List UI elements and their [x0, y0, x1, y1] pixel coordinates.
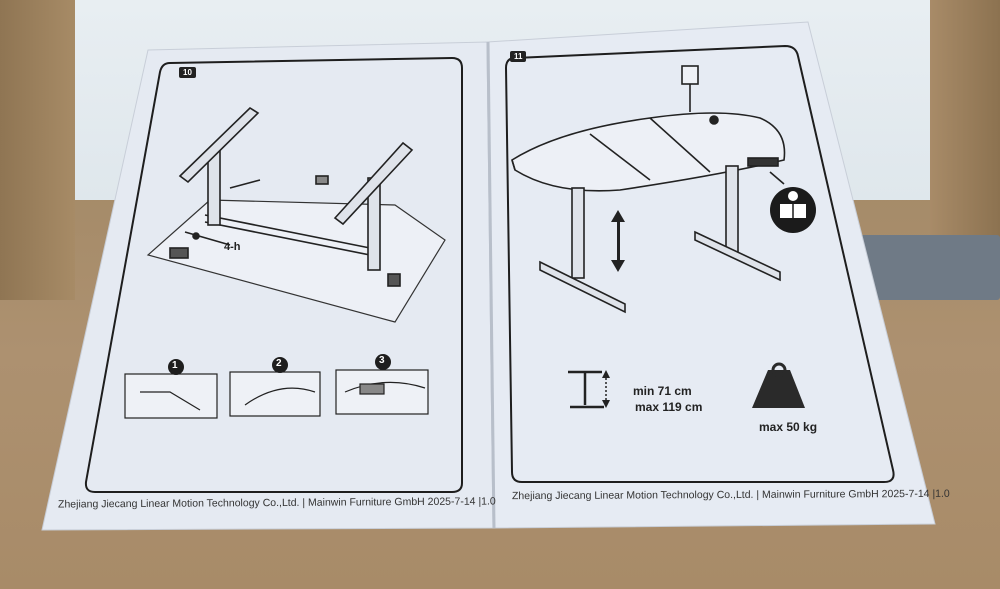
manual-reading-icon [770, 187, 816, 233]
step-1-box [124, 373, 218, 419]
right-page-frame [504, 44, 895, 483]
step-number-badges [168, 354, 391, 375]
cardboard-flap-right [930, 0, 1000, 280]
left-page-frame [84, 56, 463, 493]
left-desk-assembly-illustration [146, 106, 446, 323]
cardboard-flap-left [0, 0, 75, 300]
weight-icon [752, 362, 805, 408]
max-load-label: max 50 kg [759, 420, 818, 434]
height-max-label: max 119 cm [635, 400, 703, 414]
height-range-icon [568, 370, 610, 409]
left-page-number: 10 [179, 67, 196, 78]
step-label-4h: 4-h [224, 241, 241, 253]
up-down-arrow-icon [611, 210, 625, 272]
step-1-number: 1 [172, 360, 178, 371]
step-boxes [124, 369, 429, 419]
step-3-number: 3 [379, 355, 385, 366]
right-desk-illustration [511, 65, 786, 314]
right-page-footer: Zhejiang Jiecang Linear Motion Technolog… [511, 487, 950, 503]
height-min-label: min 71 cm [633, 384, 692, 398]
step-2-box [229, 371, 321, 417]
gray-packaging-foam [860, 235, 1000, 300]
right-page-number: 11 [510, 51, 527, 62]
step-2-number: 2 [276, 358, 282, 369]
